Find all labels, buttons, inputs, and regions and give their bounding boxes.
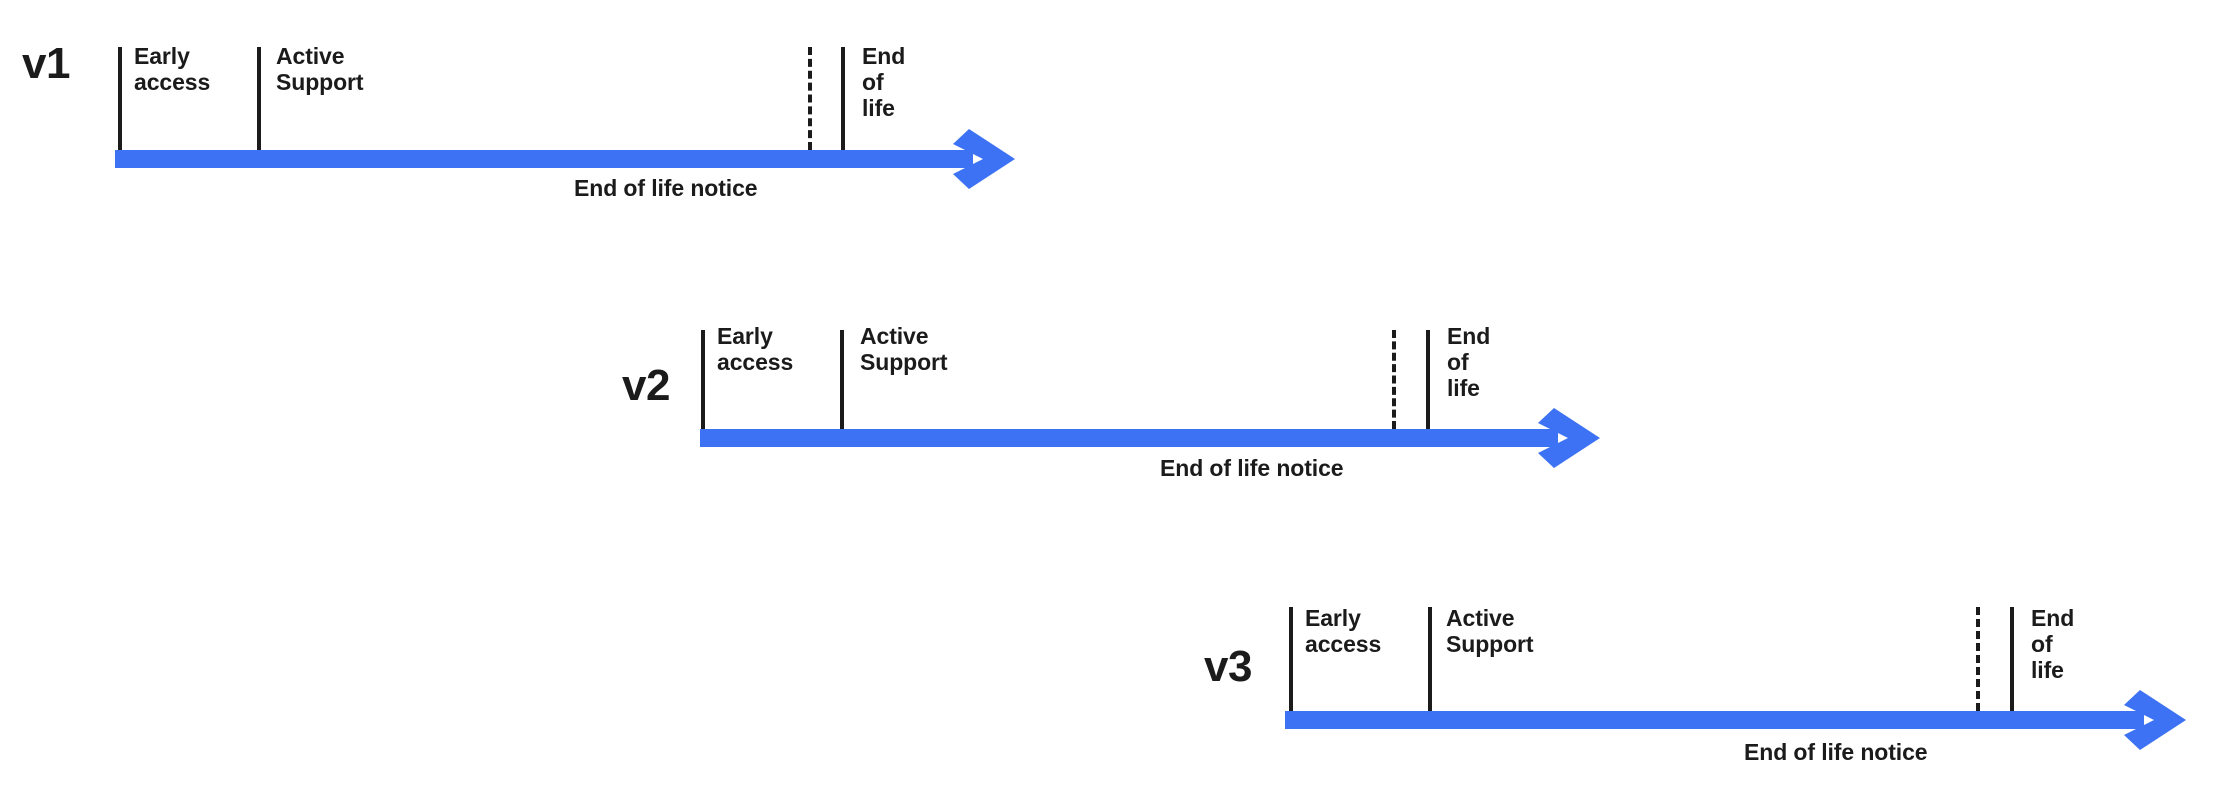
phase-label-v2-2: End of life — [1447, 323, 1491, 401]
support-arrow-shaft-v2 — [700, 429, 1558, 447]
phase-divider-v1-1 — [257, 47, 261, 150]
support-arrow-v1 — [115, 129, 1015, 189]
support-arrow-shaft-v1 — [115, 150, 973, 168]
version-label-v2: v2 — [622, 361, 670, 410]
phase-divider-v2-3 — [1426, 330, 1430, 429]
phase-divider-v1-0 — [118, 47, 122, 150]
phase-divider-dashed-v1 — [808, 47, 812, 150]
phase-divider-v3-1 — [1428, 607, 1432, 711]
end-of-life-notice-label-v1: End of life notice — [574, 175, 758, 201]
phase-label-v1-2: End of life — [862, 43, 906, 121]
version-label-v1: v1 — [22, 39, 70, 88]
phase-divider-dashed-v2 — [1392, 330, 1396, 429]
phase-divider-v2-1 — [840, 330, 844, 429]
phase-divider-dashed-v3 — [1976, 607, 1980, 711]
end-of-life-notice-label-v3: End of life notice — [1744, 739, 1928, 765]
phase-divider-v3-3 — [2010, 607, 2014, 711]
support-arrow-v3 — [1285, 690, 2186, 750]
phase-label-v3-2: End of life — [2031, 605, 2075, 683]
phase-label-v2-1: Active Support — [860, 323, 948, 375]
support-arrow-head-v3 — [2124, 690, 2186, 750]
support-arrow-v2 — [700, 408, 1600, 468]
support-arrow-head-v2 — [1538, 408, 1600, 468]
support-arrow-shaft-v3 — [1285, 711, 2144, 729]
version-label-v3: v3 — [1204, 642, 1252, 691]
support-arrow-head-v1 — [953, 129, 1015, 189]
phase-label-v3-1: Active Support — [1446, 605, 1534, 657]
phase-divider-v2-0 — [701, 330, 705, 429]
phase-divider-v3-0 — [1289, 607, 1293, 711]
phase-divider-v1-3 — [841, 47, 845, 150]
phase-label-v2-0: Early access — [717, 323, 794, 375]
phase-label-v1-0: Early access — [134, 43, 211, 95]
end-of-life-notice-label-v2: End of life notice — [1160, 455, 1344, 481]
phase-label-v3-0: Early access — [1305, 605, 1382, 657]
phase-label-v1-1: Active Support — [276, 43, 364, 95]
